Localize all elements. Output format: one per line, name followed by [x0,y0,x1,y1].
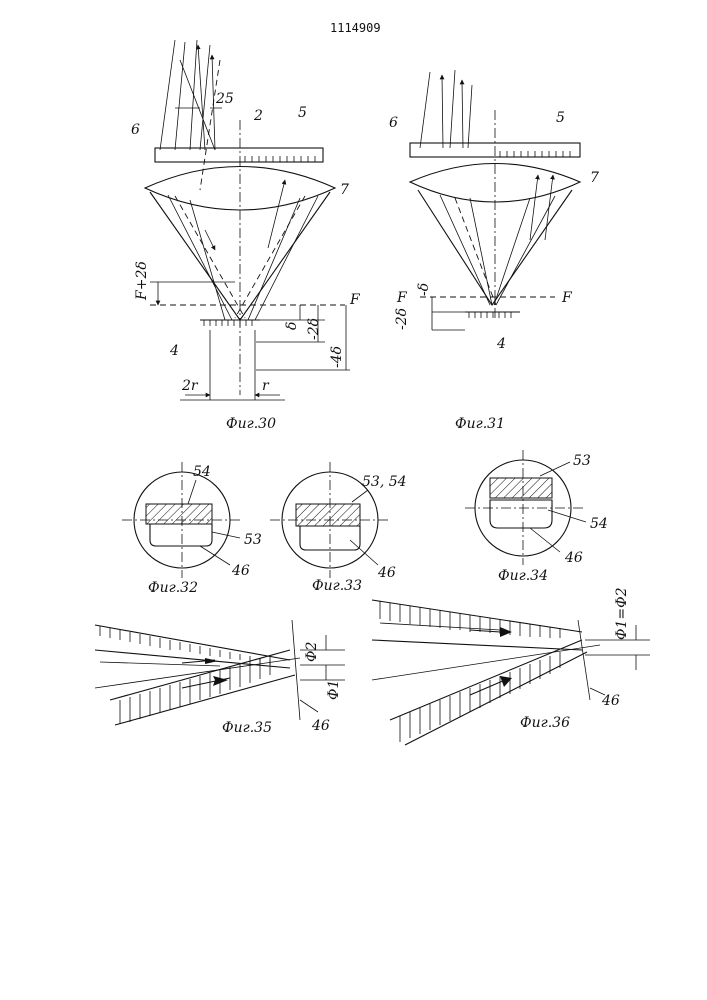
label-7: 7 [340,182,349,198]
label-4: 4 [169,343,179,359]
label-2: 2 [253,108,263,124]
plate-6-5 [155,148,323,162]
label-53-fig34: 53 [573,453,591,469]
label-minus-2delta-fig31: -2δ [394,308,410,330]
figure-33: 53, 54 46 Фиг.33 [270,462,407,594]
label-5: 5 [298,105,307,121]
figure-34: 53 54 46 Фиг.34 [465,450,608,584]
label-minus-4delta: -4δ [329,346,345,368]
caption-fig30: Фиг.30 [226,416,276,432]
label-F: F [349,292,361,308]
label-5-fig31: 5 [556,110,565,126]
caption-fig36: Фиг.36 [520,715,570,731]
caption-fig31: Фиг.31 [455,416,505,432]
label-4-fig31: 4 [496,336,506,352]
label-46-fig34: 46 [564,550,583,566]
scale-5-ticks [245,156,315,162]
label-phi1-fig35: Φ1 [326,680,342,700]
figure-30: 25 6 2 5 7 4 F F+2δ δ -2δ -4δ 2r r Фиг.3… [131,40,361,432]
label-6: 6 [131,122,140,138]
label-54-fig34: 54 [590,516,608,532]
label-7-fig31: 7 [590,170,599,186]
upper-beam-fig36 [372,600,582,650]
label-46-fig35: 46 [311,718,330,734]
label-r: r [262,378,270,394]
label-53-fig32: 53 [244,532,262,548]
caption-fig33: Фиг.33 [312,578,362,594]
label-54-fig32: 54 [193,464,211,480]
patent-number: 1114909 [330,21,381,35]
figure-31: 6 5 7 F F -δ -2δ 4 Фиг.31 [389,70,599,432]
label-phi1-eq-phi2-fig36: Φ1=Φ2 [614,587,630,640]
label-46-fig32: 46 [231,563,250,579]
caption-fig34: Фиг.34 [498,568,548,584]
label-minus-2delta: -2δ [306,318,322,340]
label-F-left-fig31: F [396,290,408,306]
label-minus-delta-fig31: -δ [416,283,432,296]
label-delta: δ [284,322,300,330]
label-2r: 2r [181,378,199,394]
figure-32: 54 53 46 Фиг.32 [122,462,262,596]
label-46-fig36: 46 [601,693,620,709]
figure-35: Φ2 Φ1 46 Фиг.35 [95,620,345,736]
figure-36: Φ1=Φ2 46 Фиг.36 [372,587,650,745]
detector-4-fig31 [465,312,520,318]
label-6-fig31: 6 [389,115,398,131]
label-53-54-fig33: 53, 54 [362,474,407,490]
caption-fig32: Фиг.32 [148,580,198,596]
label-46-fig33: 46 [377,565,396,581]
detector-4 [200,320,260,326]
label-25: 25 [215,91,234,107]
label-phi2-fig35: Φ2 [304,642,320,662]
caption-fig35: Фиг.35 [222,720,272,736]
label-F-right-fig31: F [561,290,573,306]
label-F-plus-2delta: F+2δ [134,261,150,301]
